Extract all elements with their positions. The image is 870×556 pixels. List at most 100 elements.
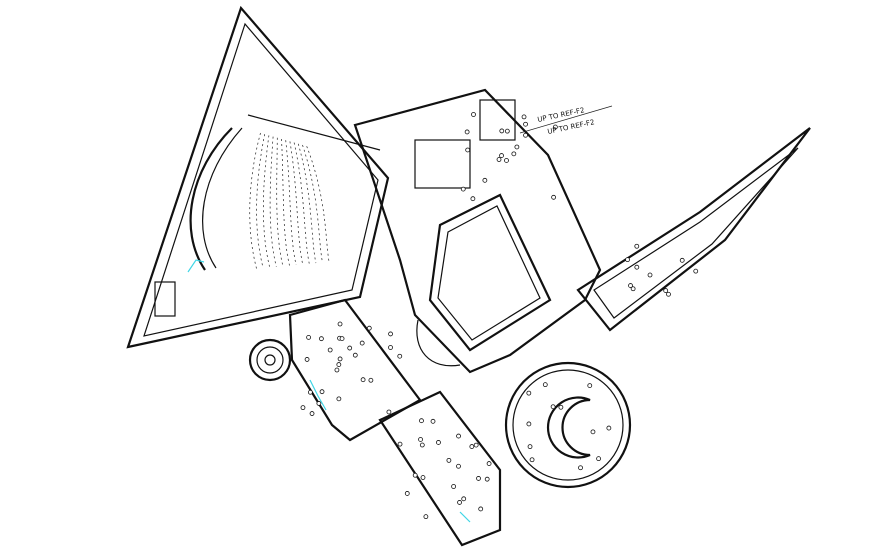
- round-stair-core: [264, 354, 276, 366]
- office-wing-outer-wall: [288, 298, 422, 442]
- light-fixture: [386, 409, 392, 415]
- light-fixture: [693, 268, 699, 274]
- light-fixture: [327, 347, 333, 353]
- east-wedge-outer-wall: [576, 127, 811, 332]
- south-wing-outer-wall: [378, 390, 502, 547]
- light-fixture: [511, 151, 517, 157]
- spiral-stair: [416, 319, 461, 367]
- round-stair-inner: [256, 346, 284, 374]
- light-fixture: [504, 158, 509, 163]
- light-fixture: [419, 418, 424, 424]
- light-fixture: [504, 128, 510, 134]
- light-fixture: [590, 429, 596, 435]
- light-fixture: [499, 153, 504, 158]
- light-fixture: [388, 331, 393, 337]
- light-fixture: [307, 389, 313, 395]
- central-outer-wall: [353, 88, 602, 374]
- light-fixture: [514, 144, 520, 150]
- backstage-partition: [247, 114, 381, 151]
- seating-row: [256, 134, 266, 268]
- light-fixture: [464, 129, 470, 135]
- light-fixture: [523, 121, 528, 127]
- light-fixture: [304, 357, 310, 362]
- light-fixture: [336, 396, 342, 402]
- light-fixture: [499, 128, 505, 134]
- annotation-up-ref-2: UP TO REF-F2: [547, 118, 596, 136]
- light-fixture: [337, 356, 343, 362]
- light-fixture: [663, 288, 669, 293]
- seating-row: [289, 141, 304, 265]
- courtyard-wall: [428, 193, 552, 352]
- light-fixture: [552, 124, 558, 130]
- light-fixture: [578, 465, 583, 471]
- light-fixture: [420, 475, 426, 480]
- seating-row: [269, 136, 277, 267]
- light-fixture: [334, 367, 340, 373]
- stage-arc: [189, 127, 233, 271]
- light-fixture: [523, 132, 528, 138]
- light-fixture: [550, 404, 556, 410]
- light-fixture: [473, 442, 479, 448]
- light-fixture: [606, 425, 612, 431]
- light-fixture: [336, 362, 342, 367]
- light-fixture: [470, 196, 476, 202]
- seating-row: [249, 132, 261, 269]
- light-fixture: [496, 157, 502, 162]
- light-fixture: [476, 476, 481, 481]
- round-stair-outer: [248, 338, 292, 382]
- light-fixture: [412, 472, 418, 478]
- light-fixture: [486, 461, 492, 466]
- light-fixture: [436, 440, 441, 445]
- light-fixture: [404, 491, 410, 496]
- light-fixture: [596, 456, 602, 462]
- light-fixture: [360, 377, 366, 383]
- light-fixture: [397, 441, 403, 447]
- courtyard-inner-wall: [437, 205, 541, 341]
- seating-row: [285, 140, 297, 265]
- light-fixture: [339, 336, 345, 342]
- light-fixture: [316, 401, 322, 406]
- light-fixture: [319, 336, 324, 342]
- light-fixture: [419, 442, 425, 448]
- light-fixture: [460, 186, 466, 192]
- central-fixtures: [460, 112, 558, 202]
- light-fixture: [456, 463, 461, 469]
- cyan-marker-1: [187, 259, 205, 273]
- light-fixture: [352, 352, 358, 358]
- light-fixture: [587, 383, 593, 389]
- auditorium-wing: [126, 5, 390, 349]
- seating-row: [302, 144, 323, 263]
- east-wedge-inner-wall: [593, 147, 799, 319]
- light-fixture: [526, 421, 532, 427]
- light-fixture: [647, 272, 653, 278]
- round-hall: [504, 361, 632, 489]
- round-hall-outer-wall: [504, 361, 632, 489]
- light-fixture: [347, 345, 353, 351]
- light-fixture: [430, 418, 436, 424]
- light-fixture: [527, 444, 533, 450]
- leader-line: [519, 105, 613, 134]
- light-fixture: [630, 286, 636, 292]
- office-wing: [288, 298, 422, 442]
- light-fixture: [388, 345, 393, 350]
- auditorium-stair: [154, 281, 176, 317]
- light-fixture: [461, 496, 467, 502]
- stage-inner-arc: [202, 127, 243, 269]
- office-fixtures: [300, 321, 403, 416]
- light-fixture: [634, 243, 640, 249]
- seating-row: [297, 143, 317, 264]
- light-fixture: [542, 382, 548, 388]
- cyan-marker-3: [459, 511, 471, 523]
- cyan-marker-2: [309, 379, 327, 411]
- light-fixture: [366, 325, 372, 331]
- light-fixture: [457, 500, 462, 505]
- toilet-block: [479, 99, 516, 141]
- light-fixture: [625, 257, 630, 263]
- light-fixture: [397, 353, 403, 359]
- light-fixture: [526, 390, 532, 396]
- light-fixture: [337, 321, 343, 327]
- seating-row: [306, 146, 330, 262]
- light-fixture: [465, 147, 471, 153]
- light-fixture: [446, 457, 452, 463]
